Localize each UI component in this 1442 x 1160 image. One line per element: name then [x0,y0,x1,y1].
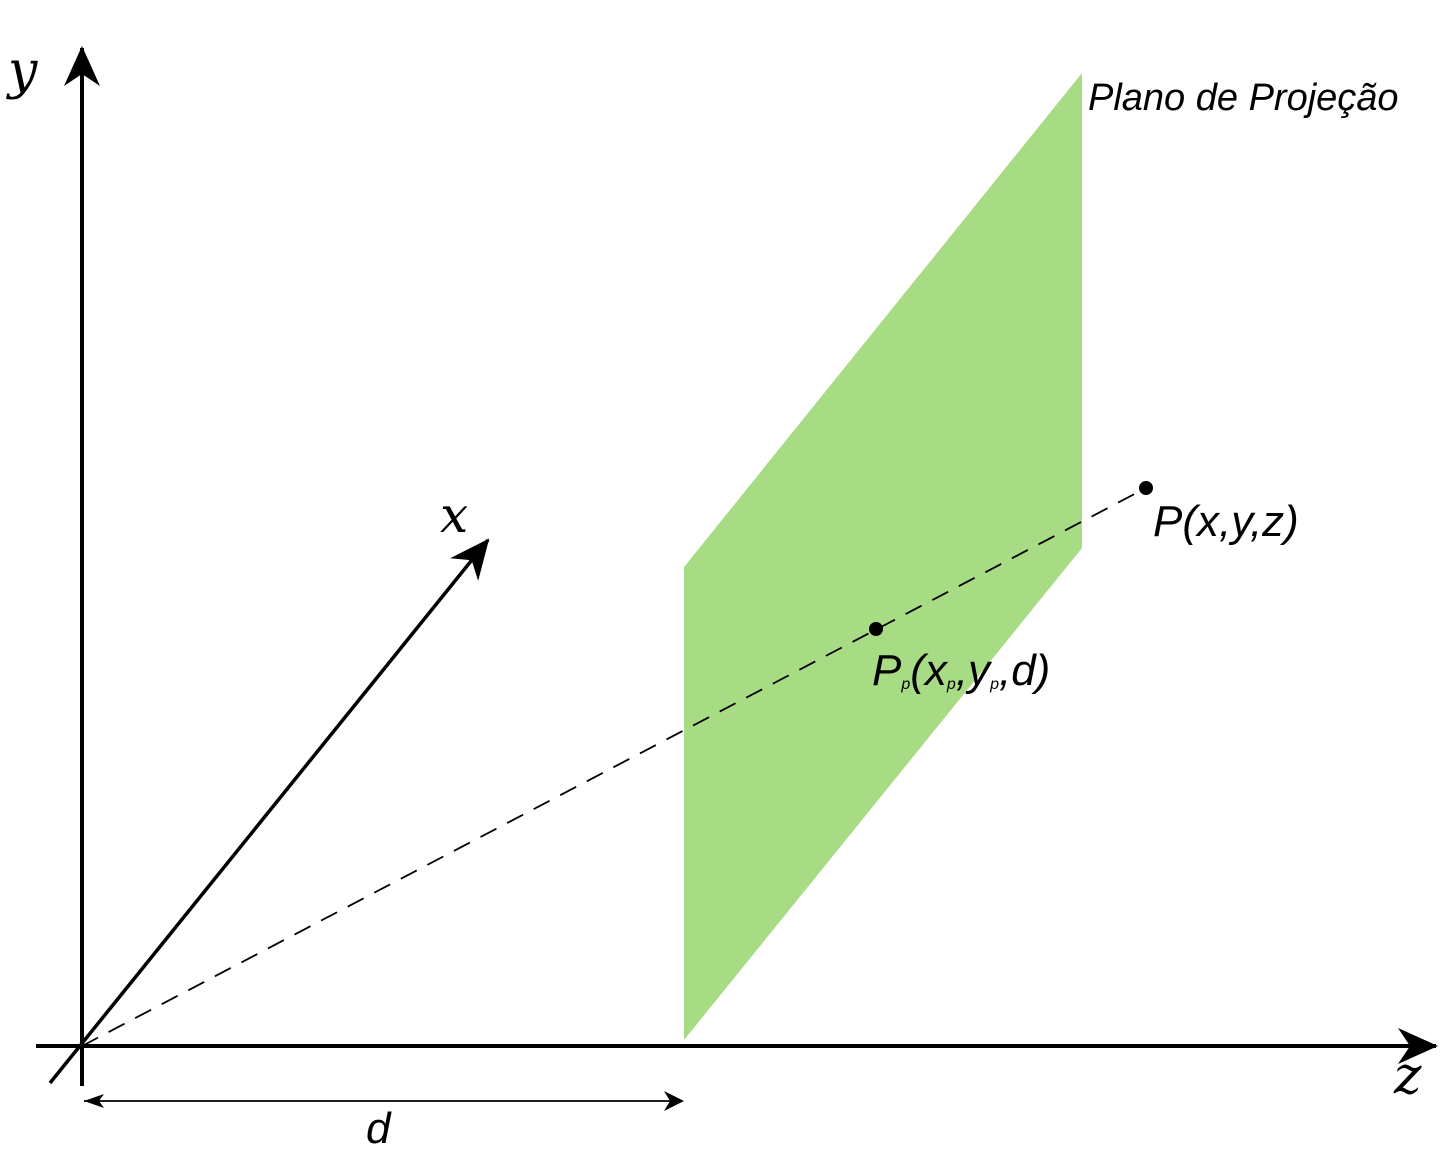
distance-label: d [366,1104,392,1153]
point-pp-label: Pp(xp,yp,d) [872,646,1050,695]
distance-arrow-left-head [84,1094,104,1108]
z-axis-label: z [1393,1046,1422,1106]
point-p-dot [1139,481,1153,495]
projection-plane [684,73,1082,1040]
point-p-label: P(x,y,z) [1153,497,1299,546]
point-pp-dot [869,622,883,636]
x-axis-label: x [440,486,468,544]
plane-label: Plano de Projeção [1088,77,1399,119]
y-axis-label: y [6,41,38,101]
x-axis [48,538,490,1085]
projection-line [81,487,1147,1047]
